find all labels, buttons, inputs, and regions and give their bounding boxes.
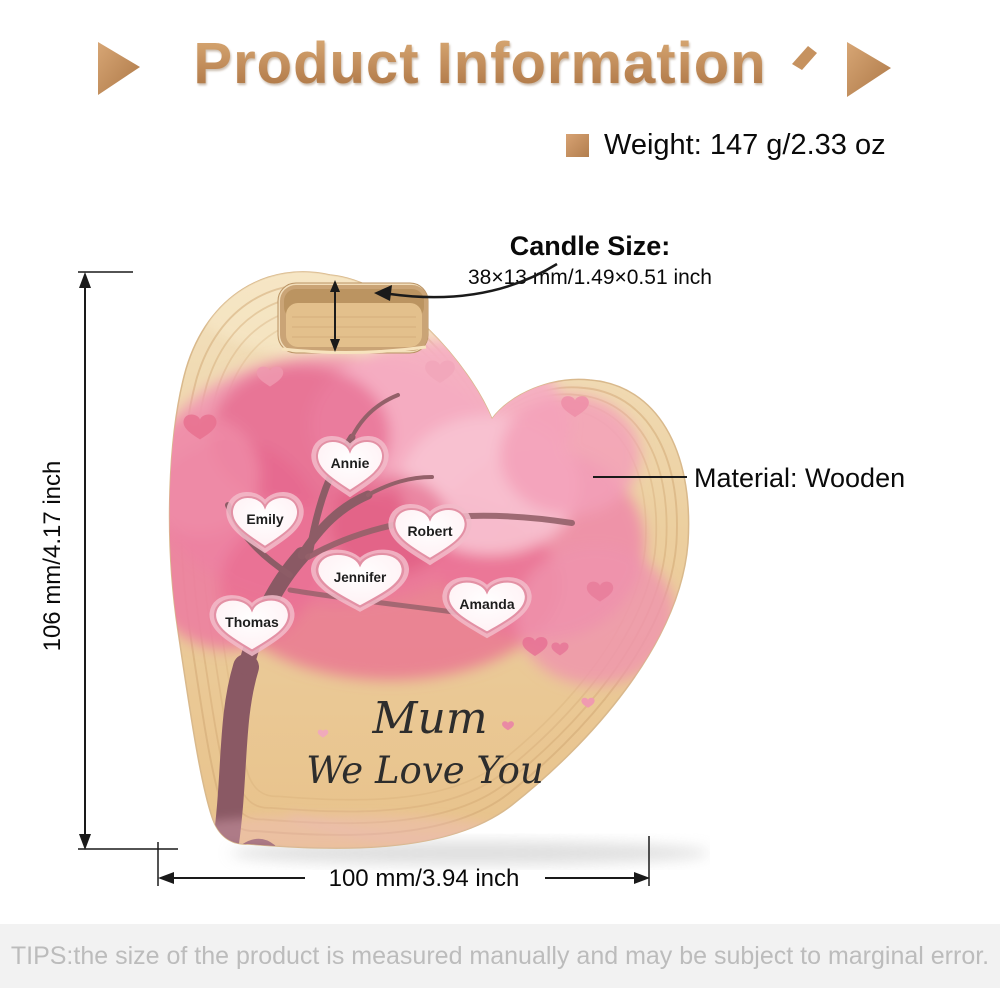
candle-size-label: Candle Size:: [509, 231, 671, 261]
name-label: Thomas: [225, 614, 279, 630]
product-image: Annie Emily Robert Jennifer Thomas Amand…: [168, 271, 710, 865]
arrowhead: [158, 872, 174, 884]
material-label: Material: Wooden: [694, 463, 906, 493]
bullet-square-icon: [566, 134, 589, 157]
arrowhead: [79, 834, 91, 850]
name-label: Jennifer: [334, 570, 387, 585]
name-heart-robert: Robert: [392, 508, 467, 561]
tips-bar: TIPS:the size of the product is measured…: [0, 924, 1000, 988]
name-label: Robert: [407, 523, 452, 539]
page-title: Product Information: [150, 30, 810, 97]
tips-text: TIPS:the size of the product is measured…: [10, 941, 990, 970]
weight-row: Weight: 147 g/2.33 oz: [566, 129, 886, 162]
message-line-1: Mum: [371, 693, 487, 744]
name-label: Amanda: [459, 596, 514, 612]
small-tick-icon: [792, 46, 817, 70]
right-triangle-icon: [847, 42, 891, 97]
name-heart-amanda: Amanda: [446, 580, 528, 634]
height-dimension-label: 106 mm/4.17 inch: [39, 461, 66, 652]
name-heart-thomas: Thomas: [213, 598, 291, 652]
name-heart-emily: Emily: [230, 496, 300, 549]
arrowhead: [634, 872, 650, 884]
name-label: Emily: [246, 511, 284, 527]
candle-hole: [277, 282, 429, 355]
arrowhead: [79, 272, 91, 288]
name-heart-jennifer: Jennifer: [315, 553, 405, 608]
weight-label: Weight: 147 g/2.33 oz: [604, 129, 886, 161]
name-heart-annie: Annie: [315, 440, 385, 493]
message-line-2: We Love You: [306, 749, 543, 792]
name-label: Annie: [331, 455, 370, 471]
left-triangle-icon: [98, 42, 140, 95]
